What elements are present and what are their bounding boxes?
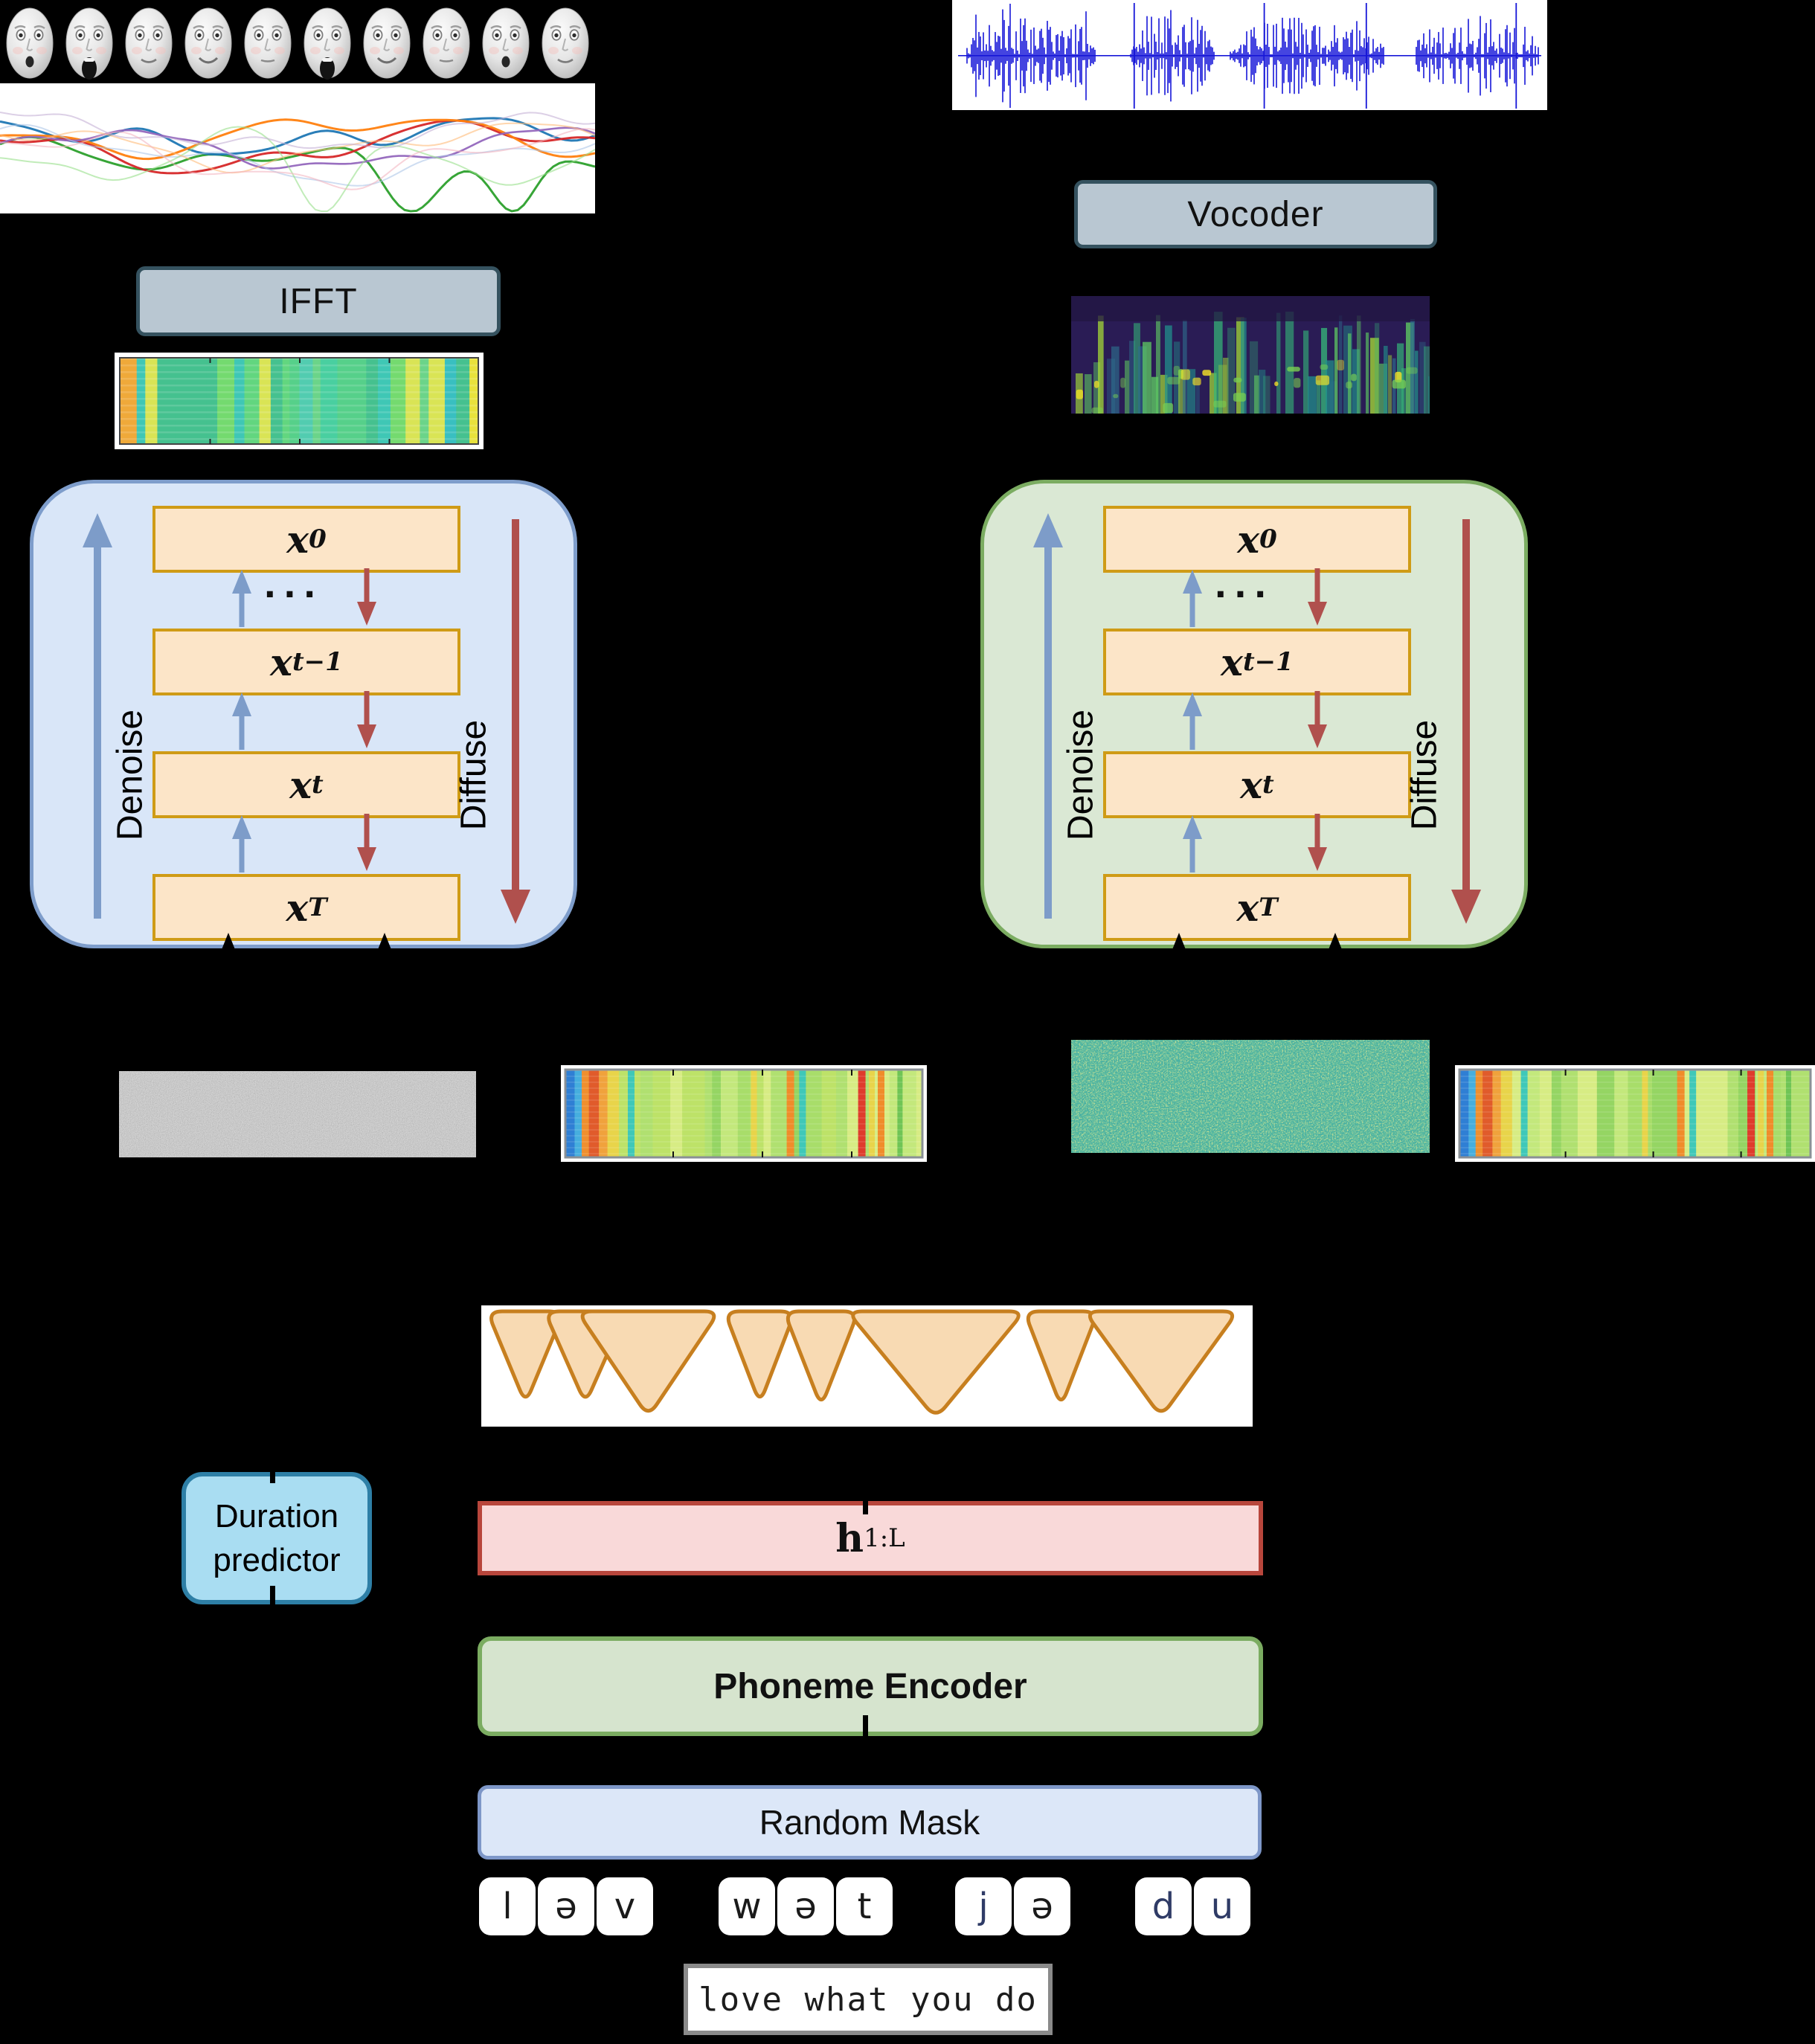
arrow-stub (270, 1586, 275, 1610)
duration-predictor-box: Duration predictor (182, 1472, 372, 1604)
phoneme-token-group-3: j ə (955, 1877, 1070, 1935)
hidden-sequence-label: h (835, 1515, 864, 1561)
ifft-label: IFFT (279, 281, 358, 321)
duration-predictor-label-line1: Duration (214, 1497, 339, 1534)
phoneme-encoder-label: Phoneme Encoder (713, 1666, 1027, 1706)
condition-spectrogram-motion (561, 1065, 927, 1162)
phoneme-token-group-2: w ə t (719, 1877, 893, 1935)
speech-waveform (952, 0, 1547, 110)
phoneme-token: d (1135, 1877, 1192, 1935)
arrow-stub (863, 1494, 868, 1514)
state-x0-label: x (286, 517, 309, 562)
ellipsis-dots: ··· (1215, 570, 1274, 617)
phoneme-token: v (597, 1877, 653, 1935)
alignment-triangles-panel (481, 1305, 1253, 1427)
phoneme-encoder-box: Phoneme Encoder (478, 1636, 1263, 1736)
ifft-box: IFFT (136, 266, 501, 336)
phoneme-token: t (836, 1877, 893, 1935)
gaussian-noise-audio (1071, 1040, 1430, 1153)
diffusion-arrows (83, 513, 530, 1004)
state-xt-label: x (289, 762, 312, 807)
condition-spectrogram-audio (1455, 1065, 1815, 1162)
arrow-stub (270, 1459, 275, 1483)
text-input-sentence: love what you do (698, 1980, 1038, 2019)
phoneme-token: j (955, 1877, 1012, 1935)
state-xt-1-label: x (270, 640, 292, 684)
facial-feature-heatmap (115, 353, 484, 449)
phoneme-token: ə (1014, 1877, 1070, 1935)
vocoder-box: Vocoder (1074, 180, 1437, 248)
random-mask-box: Random Mask (478, 1785, 1262, 1860)
ellipsis-dots: ··· (264, 570, 324, 617)
mel-spectrogram (1071, 296, 1430, 414)
random-mask-label: Random Mask (759, 1803, 980, 1842)
phoneme-token: ə (538, 1877, 594, 1935)
phoneme-token: u (1194, 1877, 1250, 1935)
duration-predictor-label-line2: predictor (213, 1542, 341, 1578)
phoneme-token-group-4: d u (1135, 1877, 1250, 1935)
diffusion-arrows (1033, 513, 1481, 1004)
phoneme-token-group-1: l ə v (479, 1877, 653, 1935)
face-sequence-strip (0, 0, 595, 113)
facial-motion-curves-panel (0, 83, 595, 213)
text-input-box: love what you do (684, 1964, 1053, 2035)
phoneme-token: l (479, 1877, 536, 1935)
arrow-stub (863, 1715, 868, 1736)
phoneme-token: w (719, 1877, 775, 1935)
gaussian-noise-motion (119, 1071, 476, 1157)
vocoder-label: Vocoder (1187, 194, 1324, 234)
state-xT-label: x (286, 885, 309, 930)
phoneme-token: ə (777, 1877, 834, 1935)
